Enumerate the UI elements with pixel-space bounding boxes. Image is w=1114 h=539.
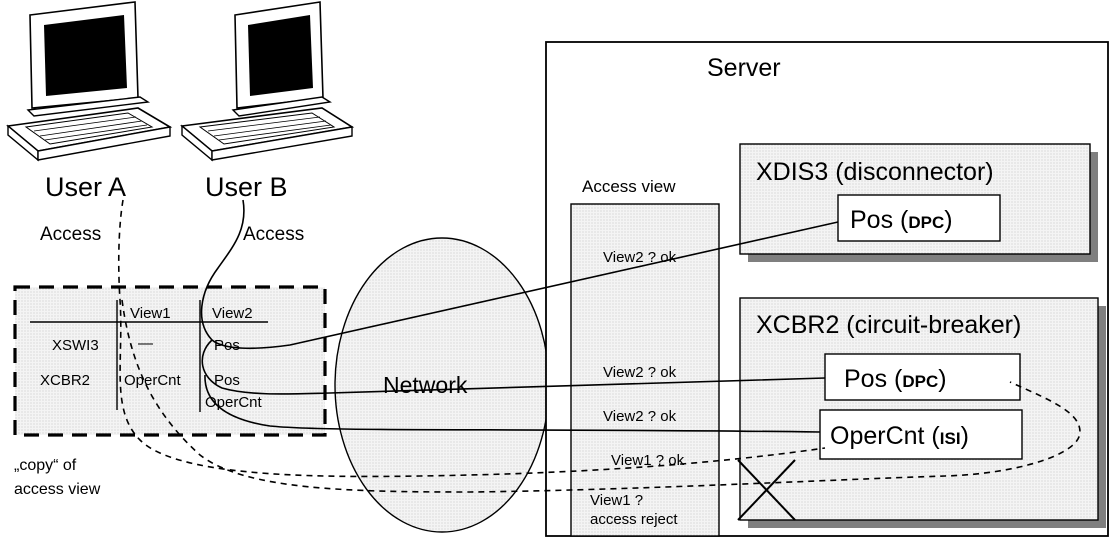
user-a-label: User A [45,172,126,202]
copy-caption-line1: „copy“ of [14,457,77,474]
row-xcbr2-view1: OperCnt [124,372,182,389]
access-entry-4: View1 ? ok [611,452,685,469]
network-label: Network [383,372,468,398]
connection-b-to-xcbr2-pos [201,339,826,395]
row-xswi3-name: XSWI3 [52,337,99,354]
row-xswi3-view1: — [138,335,153,352]
xcbr2-pos-label: Pos (DPC) [844,365,947,393]
xdis3-pos-label: Pos (DPC) [850,206,953,234]
row-xcbr2-name: XCBR2 [40,372,90,389]
xcbr2-box [739,297,1099,521]
xdis3-title: XDIS3 (disconnector) [756,158,994,186]
access-reject-line2: access reject [590,511,678,528]
row-xswi3-view2: Pos [214,337,240,354]
xdis3-pos-node [837,194,1001,242]
col-view2-header: View2 [212,305,253,322]
access-b-label: Access [243,224,304,245]
server-access-view-box [570,203,720,537]
connection-b-to-xdis3-pos [200,199,839,350]
xcbr2-opercnt-node [819,409,1023,460]
user-b-label: User B [205,172,288,202]
access-denied-cross-icon [737,459,796,521]
access-entry-1: View2 ? ok [603,249,677,266]
laptop-user-a-icon [6,1,173,162]
local-access-view-copy [13,285,327,437]
access-a-label: Access [40,224,101,245]
laptop-user-b-icon [180,1,355,162]
copy-caption-line2: access view [14,481,101,498]
server-title: Server [707,54,781,82]
row-xcbr2-view2-pos: Pos [214,372,240,389]
connection-a-to-xcbr2-opercnt [117,199,826,478]
xcbr2-opercnt-label: OperCnt (ISI) [830,422,969,450]
access-view-title: Access view [582,177,676,196]
access-reject-line1: View1 ? [590,492,643,509]
xcbr2-pos-node [824,353,1021,401]
access-entry-3: View2 ? ok [603,408,677,425]
connection-b-to-xcbr2-opercnt [204,374,821,433]
col-view1-header: View1 [130,305,171,322]
access-entry-2: View2 ? ok [603,364,677,381]
connection-a-to-xcbr2-pos [121,299,1081,493]
xcbr2-title: XCBR2 (circuit-breaker) [756,311,1021,339]
